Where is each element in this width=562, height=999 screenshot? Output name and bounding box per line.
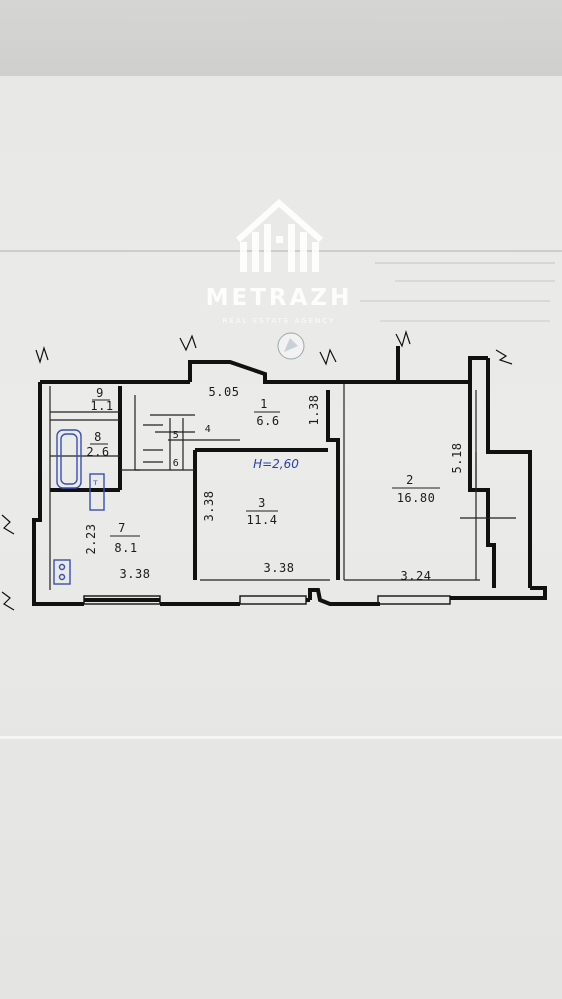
room-number: 7 [118,521,126,535]
small-mark: 6 [173,458,180,469]
svg-text:т: т [93,478,98,487]
interior-lines [49,384,516,590]
windows [83,595,451,605]
dimensions: 5.05 1.38 5.18 3.38 2.23 3.38 3.38 3.24 [84,385,464,583]
toilet-icon: т [89,473,105,511]
seal-mark [277,332,305,360]
bleed-through-text [360,262,555,322]
house-icon [235,198,323,243]
room-area: 11.4 [247,513,278,527]
background-band [0,0,562,76]
dimension-label: 3.38 [202,491,216,522]
watermark-logo: METRAZH REAL ESTATE AGENCY [206,198,353,360]
paper-fold [0,250,562,252]
watermark-brand: METRAZH [206,285,353,311]
bathtub-icon [56,429,82,489]
dimension-label: 3.38 [120,567,151,581]
room-area: 8.1 [114,541,137,555]
dimension-label: 5.05 [209,385,240,399]
dimension-label: 3.38 [264,561,295,575]
small-mark: 4 [205,424,212,435]
room-area: 6.6 [256,414,279,428]
building-bars-icon [240,224,319,272]
small-mark: 5 [173,430,180,441]
paper-fold [0,736,562,739]
room-number: 3 [258,496,266,510]
room-number: 9 [96,386,104,400]
stove-icon [53,559,71,585]
room-area: 16.80 [397,491,436,505]
break-marks [1,329,513,611]
ceiling-height: H=2,60 [253,457,299,471]
room-labels: 9 1.1 8 2.6 1 6.6 2 16.80 3 11.4 7 8.1 5… [86,386,440,555]
room-area: 2.6 [86,445,109,459]
room-number: 1 [260,397,268,411]
dimension-label: 5.18 [450,443,464,474]
paper-sheet [0,76,562,999]
watermark-tagline: REAL ESTATE AGENCY [223,317,336,325]
room-area: 1.1 [90,399,113,413]
dimension-label: 2.23 [84,524,98,555]
room-number: 8 [94,430,102,444]
dimension-label: 1.38 [307,395,321,426]
dimension-label: 3.24 [401,569,432,583]
room-number: 2 [406,473,414,487]
